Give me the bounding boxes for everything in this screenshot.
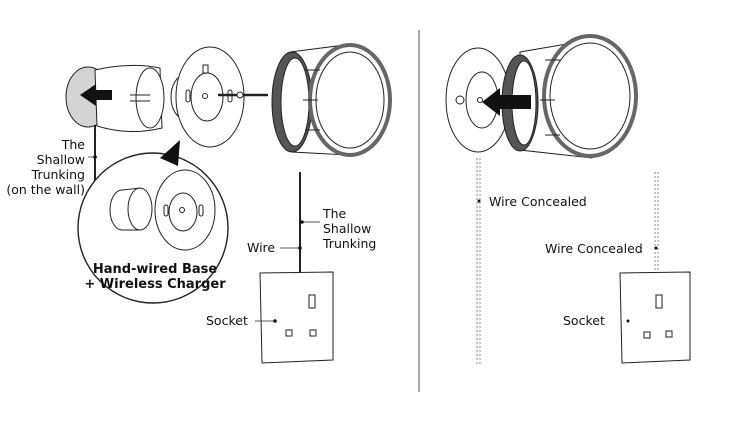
label-line: Hand-wired Base [92, 262, 218, 277]
callout-label: Hand-wired Base + Wireless Charger [80, 262, 230, 292]
trunking-label: The Shallow Trunking [323, 206, 376, 251]
device-right [445, 34, 638, 159]
mounting-plate [170, 46, 245, 148]
callout-base-charger [109, 169, 216, 251]
concealed-wire-left [476, 158, 481, 366]
label-line: The [323, 206, 347, 221]
wire-concealed-label-top: Wire Concealed [489, 194, 587, 209]
socket-left [259, 271, 334, 364]
screw [218, 91, 268, 99]
socket-label-right: Socket [563, 313, 605, 328]
label-line: Trunking [31, 167, 85, 182]
device-left [271, 43, 392, 157]
socket-right [619, 271, 691, 364]
label-line: + Wireless Charger [84, 277, 226, 292]
label-line: Shallow [36, 152, 85, 167]
label-line: Shallow [323, 221, 372, 236]
wall-box [65, 64, 165, 133]
arrow-left-icon [80, 84, 112, 106]
wire-label: Wire [247, 240, 276, 255]
callout-pointer [160, 140, 180, 166]
arrow-left-icon [482, 88, 531, 116]
label-line: The [61, 137, 85, 152]
label-line: (on the wall) [6, 182, 85, 197]
label-line: Trunking [323, 236, 377, 251]
wire-concealed-label-bottom: Wire Concealed [545, 241, 643, 256]
trunking-wall-label: The Shallow Trunking (on the wall) [0, 137, 85, 197]
concealed-wire-right [654, 172, 659, 272]
socket-label-left: Socket [206, 313, 248, 328]
